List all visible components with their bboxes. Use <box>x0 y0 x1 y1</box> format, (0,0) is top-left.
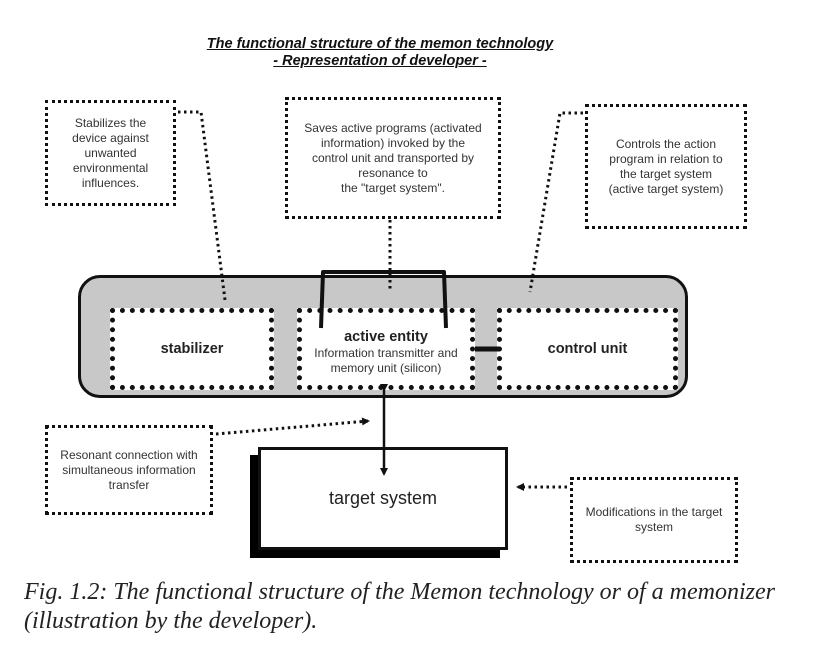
modifications-note-text: Modifications in the target system <box>585 505 723 534</box>
title-line-2: - Representation of developer - <box>273 53 487 69</box>
active-entity-note-text: Saves active programs (activated informa… <box>304 120 482 195</box>
stabilizer-note-text: Stabilizes the device against unwanted e… <box>72 115 149 190</box>
active-entity-bracket <box>319 270 448 329</box>
stabilizer-leader-line <box>178 110 227 301</box>
resonant-note-arrow <box>215 417 370 436</box>
active-entity-sublabel: Information transmitter and memory unit … <box>314 346 458 375</box>
target-system-label: target system <box>328 488 438 508</box>
title-line-1: The functional structure of the memon te… <box>206 36 554 52</box>
control-unit-note-text: Controls the action program in relation … <box>608 136 724 196</box>
stabilizer-label: stabilizer <box>160 341 224 357</box>
resonant-connection-note-text: Resonant connection with simultaneous in… <box>60 447 198 492</box>
active-entity-label: active entity <box>344 329 428 345</box>
diagram-title: The functional structure of the memon te… <box>0 36 760 70</box>
modifications-note: Modifications in the target system <box>570 477 738 563</box>
figure-caption: Fig. 1.2: The functional structure of th… <box>24 579 775 634</box>
stabilizer-box: stabilizer <box>110 308 274 390</box>
control-unit-note: Controls the action program in relation … <box>585 104 747 229</box>
resonant-connection-note: Resonant connection with simultaneous in… <box>45 425 213 515</box>
control-unit-label: control unit <box>547 341 628 357</box>
control-unit-box: control unit <box>497 308 678 390</box>
control-unit-leader-line <box>528 111 583 293</box>
active-entity-note: Saves active programs (activated informa… <box>285 97 501 219</box>
stabilizer-note: Stabilizes the device against unwanted e… <box>45 100 176 206</box>
